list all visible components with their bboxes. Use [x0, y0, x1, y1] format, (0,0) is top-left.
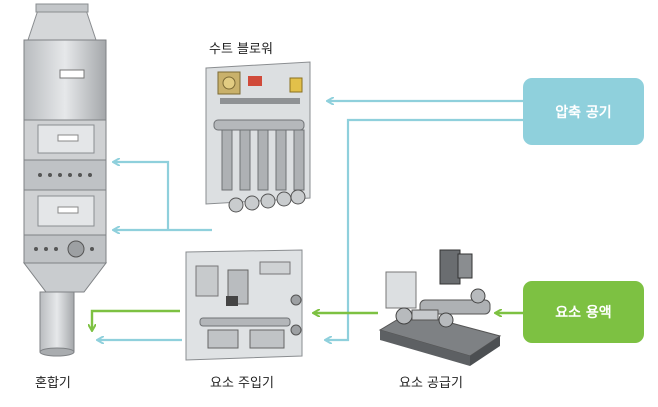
urea-injector-label: 요소 주입기 — [210, 376, 274, 391]
air-line-to-urea-injector — [326, 118, 523, 340]
soot-blower-label: 수트 블로워 — [209, 42, 273, 57]
mixer-label: 혼합기 — [35, 376, 71, 391]
urea-supply-label: 요소 공급기 — [399, 376, 463, 391]
urea-line-injector-to-mixer — [92, 309, 180, 330]
compressed-air-label: 압축 공기 — [555, 104, 612, 121]
air-line-soot-to-mixer-upper — [114, 162, 170, 230]
mixer-illustration — [22, 3, 108, 357]
urea-solution-box: 요소 용액 — [523, 281, 644, 343]
urea-injector-illustration — [185, 249, 303, 361]
urea-supply-illustration — [378, 249, 502, 366]
urea-solution-label: 요소 용액 — [555, 305, 612, 321]
soot-blower-illustration — [205, 61, 311, 213]
compressed-air-box: 압축 공기 — [523, 78, 644, 145]
